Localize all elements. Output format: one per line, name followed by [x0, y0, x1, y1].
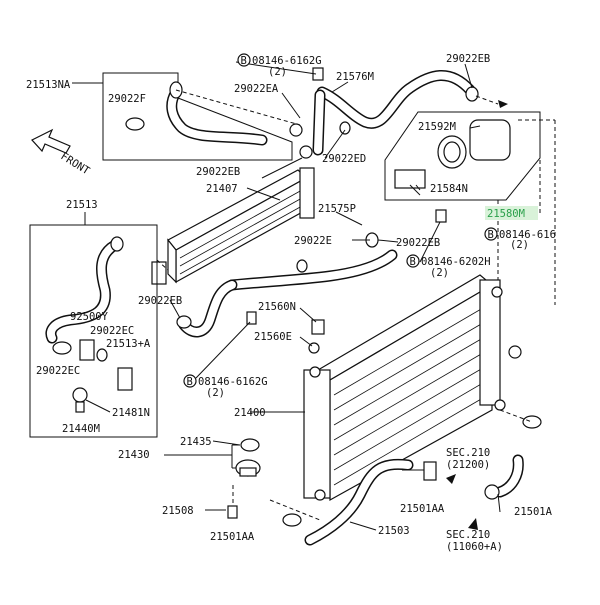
drain-plug-21508	[205, 485, 238, 519]
hose-inset-21513NA	[72, 72, 301, 161]
front-arrow-icon: FRONT	[31, 128, 92, 178]
label-sec210b: SEC.210	[446, 529, 490, 541]
connector-icon	[79, 339, 95, 361]
radiator-21400	[303, 274, 522, 502]
hose-clamp-icon	[125, 117, 145, 131]
label-29022EA: 29022EA	[234, 83, 279, 95]
hose-clamp-icon	[299, 145, 313, 159]
label-21592M: 21592M	[418, 121, 456, 133]
hose-clamp-icon	[96, 348, 108, 362]
leader-lines	[85, 61, 501, 513]
svg-text:B: B	[187, 376, 193, 388]
upper-hose-21576M	[289, 67, 508, 159]
svg-text:B: B	[488, 229, 494, 241]
label-21430: 21430	[118, 449, 150, 461]
svg-text:B: B	[241, 55, 247, 67]
bolt-b-icon	[484, 227, 498, 241]
bolt-b-icon	[183, 374, 197, 388]
label-29022EB-mid: 29022EB	[196, 166, 240, 178]
label-29022EB-r: 29022EB	[396, 237, 440, 249]
radiator-cap-21430	[164, 438, 261, 477]
hose-clamp-icon	[52, 341, 72, 355]
label-92500Y: 92500Y	[70, 311, 109, 323]
hose-clamp-icon	[522, 415, 542, 429]
mount-icon	[311, 319, 325, 335]
label-bolt4-code: 08146-6162G	[198, 376, 268, 388]
valve-icon	[72, 387, 88, 403]
label-21584N: 21584N	[430, 183, 468, 195]
label-29022ED: 29022ED	[322, 153, 366, 165]
bolt-icon	[435, 209, 447, 223]
label-21435: 21435	[180, 436, 212, 448]
label-bolt1-code: 08146-6162G	[252, 55, 322, 67]
label-21575P: 21575P	[318, 203, 356, 215]
label-21501AA-r: 21501AA	[400, 503, 445, 515]
hose-clamp-icon	[282, 513, 302, 527]
hose-clamp-icon	[465, 86, 479, 102]
label-29022EC-b: 29022EC	[36, 365, 80, 377]
bolt-icon	[246, 311, 257, 325]
label-bolt4-qty: (2)	[206, 387, 225, 399]
label-sec210a: SEC.210	[446, 447, 490, 459]
label-sec210a-ref: (21200)	[446, 459, 490, 471]
label-21513A: 21513+A	[106, 338, 151, 350]
label-21481N: 21481N	[112, 407, 150, 419]
label-21580M: 21580M	[487, 208, 525, 220]
svg-text:B: B	[410, 256, 416, 268]
label-bolt2-code: 08146-616	[499, 229, 556, 241]
label-29022EB-top: 29022EB	[446, 53, 490, 65]
label-bolt1-qty: (2)	[268, 66, 287, 78]
bolt-b-icon	[237, 53, 251, 67]
label-bolt3-qty: (2)	[430, 267, 449, 279]
label-bolt3-code: 08146-6202H	[421, 256, 491, 268]
label-sec210b-ref: (11060+A)	[446, 541, 503, 553]
label-21513NA: 21513NA	[26, 79, 71, 91]
hose-clamp-icon	[484, 484, 500, 500]
label-21576M: 21576M	[336, 71, 374, 83]
hose-clamp-icon	[339, 121, 351, 135]
label-21513: 21513	[66, 199, 98, 211]
hose-21501A	[423, 409, 542, 530]
lower-hose-21503	[269, 458, 414, 546]
connector-icon	[117, 367, 133, 391]
hose-clamp-icon	[296, 259, 308, 273]
label-21501AA-l: 21501AA	[210, 531, 255, 543]
hose-21575P	[176, 232, 398, 354]
hose-inset-21513	[29, 212, 169, 438]
label-29022F: 29022F	[108, 93, 146, 105]
bolt-b-icon	[406, 254, 420, 268]
label-bolt2-qty: (2)	[510, 239, 529, 251]
label-21440M: 21440M	[62, 423, 100, 435]
label-21560E: 21560E	[254, 331, 292, 343]
label-21560N: 21560N	[258, 301, 296, 313]
hose-clamp-icon	[508, 345, 522, 359]
label-21503: 21503	[378, 525, 410, 537]
label-29022EC-a: 29022EC	[90, 325, 134, 337]
label-21508: 21508	[162, 505, 194, 517]
label-21501A: 21501A	[514, 506, 553, 518]
part-labels: 21513NA 29022F B 08146-6162G (2) 29022EB…	[26, 53, 556, 553]
front-label: FRONT	[58, 150, 92, 177]
connector-icon	[423, 461, 437, 481]
label-21400: 21400	[234, 407, 266, 419]
hose-clamp-icon	[289, 123, 303, 137]
condenser-21407	[151, 167, 315, 285]
hose-clamp-icon	[176, 315, 192, 329]
reservoir-inset-21580M	[384, 111, 556, 340]
label-21407: 21407	[206, 183, 238, 195]
label-29022EB-l: 29022EB	[138, 295, 182, 307]
label-29022E: 29022E	[294, 235, 332, 247]
